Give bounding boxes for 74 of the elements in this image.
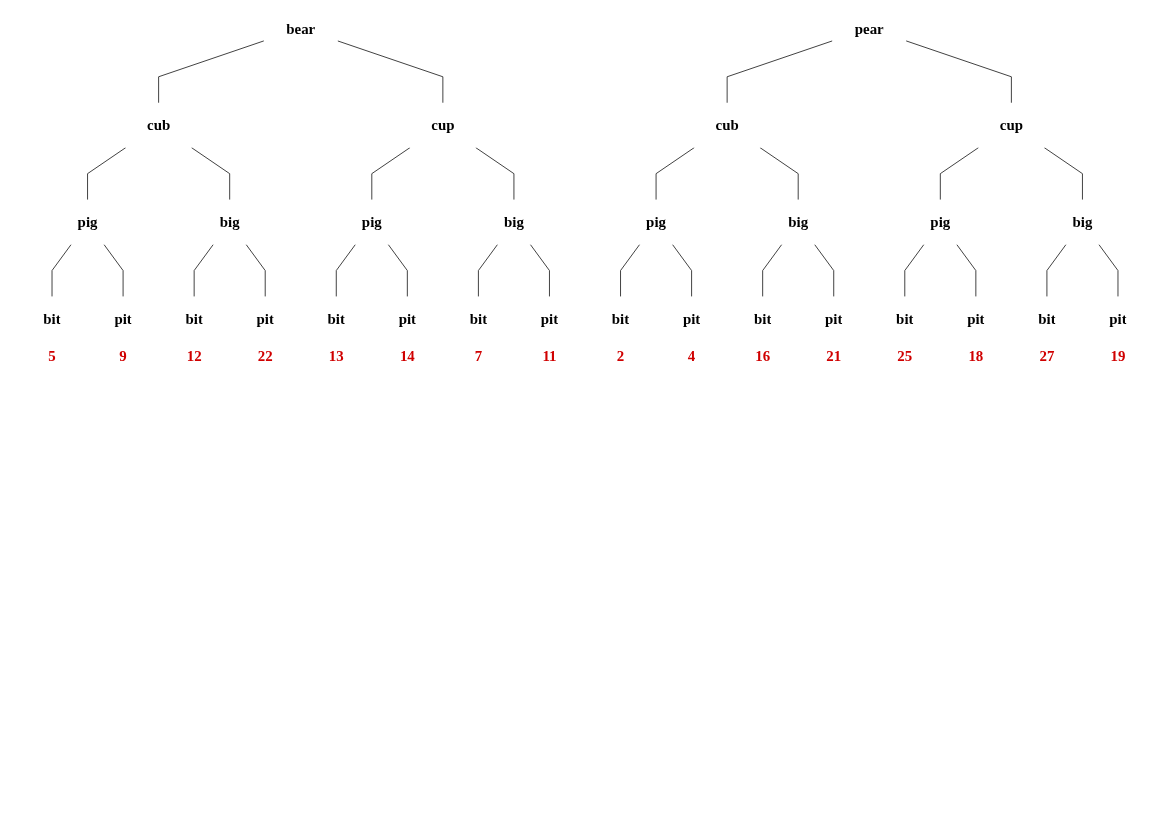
node-text: bit bbox=[42, 310, 61, 328]
node-text: pig bbox=[645, 213, 666, 231]
node-text: pit bbox=[824, 310, 842, 328]
node-text: cub bbox=[146, 117, 170, 134]
connector bbox=[726, 40, 833, 104]
node-text: pit bbox=[1108, 310, 1127, 328]
connector bbox=[86, 147, 126, 201]
node-text: pit bbox=[256, 310, 274, 328]
connector bbox=[387, 244, 408, 297]
connector bbox=[474, 147, 514, 201]
node-text: bit bbox=[184, 310, 203, 328]
node-text: big bbox=[1072, 213, 1092, 231]
number-label: 2 bbox=[616, 347, 624, 364]
number-label: 18 bbox=[967, 347, 983, 364]
node-text: pig bbox=[361, 213, 382, 231]
connector bbox=[51, 244, 72, 297]
connector bbox=[157, 40, 264, 104]
number-label: 19 bbox=[1110, 347, 1125, 364]
number-label: 25 bbox=[896, 347, 912, 364]
connector bbox=[955, 244, 976, 297]
connector bbox=[370, 147, 410, 201]
node-text: bit bbox=[327, 310, 345, 328]
connector bbox=[655, 147, 695, 201]
connector bbox=[529, 244, 550, 297]
node-text: pit bbox=[398, 310, 416, 328]
node-text: big bbox=[219, 213, 240, 231]
connector bbox=[336, 40, 443, 104]
node-text: pit bbox=[682, 310, 700, 328]
connector bbox=[759, 147, 799, 201]
connector bbox=[335, 244, 356, 297]
number-label: 14 bbox=[399, 347, 415, 364]
node-text: pit bbox=[113, 310, 132, 328]
number-label: 7 bbox=[474, 347, 482, 364]
number-label: 21 bbox=[825, 347, 841, 364]
connector bbox=[761, 244, 782, 297]
number-label: 12 bbox=[186, 347, 202, 364]
node-text: cup bbox=[999, 117, 1023, 134]
number-label: 16 bbox=[754, 347, 770, 364]
number-label: 5 bbox=[47, 347, 56, 364]
node-text: bit bbox=[895, 310, 913, 328]
node-text: cup bbox=[430, 117, 454, 134]
connector bbox=[1043, 147, 1083, 201]
connector bbox=[813, 244, 834, 297]
connector bbox=[245, 244, 266, 297]
number-label: 11 bbox=[541, 347, 556, 364]
node-text: bit bbox=[1037, 310, 1056, 328]
connector bbox=[671, 244, 692, 297]
connector bbox=[103, 244, 123, 297]
connector bbox=[193, 244, 214, 297]
node-text: bear bbox=[285, 20, 315, 37]
number-label: 9 bbox=[118, 347, 127, 364]
node-text: bit bbox=[611, 310, 629, 328]
node-text: bit bbox=[469, 310, 487, 328]
number-label: 13 bbox=[328, 347, 344, 364]
number-label: 4 bbox=[687, 347, 695, 364]
number-label: 27 bbox=[1038, 347, 1054, 364]
node-text: pit bbox=[540, 310, 558, 328]
node-text: big bbox=[787, 213, 808, 231]
connector bbox=[1046, 244, 1066, 297]
node-text: pig bbox=[929, 213, 950, 231]
connector bbox=[903, 244, 924, 297]
node-text: bit bbox=[753, 310, 771, 328]
node-text: cub bbox=[715, 117, 739, 134]
node-text: pig bbox=[77, 213, 97, 231]
number-label: 22 bbox=[257, 347, 273, 364]
connector bbox=[905, 40, 1012, 104]
node-text: pit bbox=[966, 310, 985, 328]
node-text: pear bbox=[854, 20, 884, 37]
connector bbox=[939, 147, 979, 201]
connector bbox=[190, 147, 230, 201]
connector bbox=[477, 244, 498, 297]
node-text: big bbox=[503, 213, 524, 231]
connector bbox=[619, 244, 640, 297]
connector bbox=[1097, 244, 1118, 297]
